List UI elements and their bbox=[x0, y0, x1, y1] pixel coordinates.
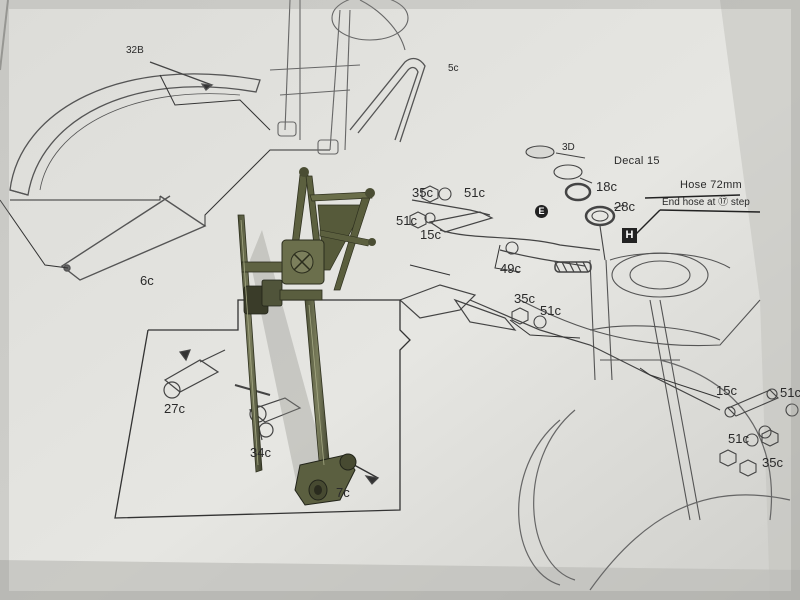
label-32b: 32B bbox=[126, 45, 144, 56]
control-levers-drawing bbox=[398, 199, 721, 411]
guide-lines-middle bbox=[409, 244, 721, 399]
label-15c-top: 15c bbox=[420, 227, 441, 242]
label-51c-mid: 51c bbox=[540, 303, 561, 318]
label-28c: 28c bbox=[614, 199, 635, 214]
right-small-parts-drawing bbox=[719, 388, 799, 477]
front-wheel-drawing bbox=[518, 359, 791, 591]
label-5c: 5c bbox=[448, 63, 459, 74]
label-hose-72mm: Hose 72mm bbox=[680, 179, 742, 191]
part-5c-drawing bbox=[349, 57, 426, 143]
sheet-fold-left bbox=[0, 0, 9, 71]
label-6c: 6c bbox=[140, 273, 154, 288]
label-51c-right-top: 51c bbox=[780, 385, 800, 400]
label-18c: 18c bbox=[596, 179, 617, 194]
label-end-hose: End hose at ⑰ step bbox=[662, 197, 750, 208]
label-3d: 3D bbox=[562, 142, 575, 153]
frame-right-drawing bbox=[519, 252, 761, 521]
detail-inset-box bbox=[114, 299, 411, 519]
inset-27c-drawing bbox=[163, 349, 226, 399]
label-35c-right: 35c bbox=[762, 455, 783, 470]
callout-e-icon: E bbox=[535, 205, 548, 218]
label-51c-right: 51c bbox=[728, 431, 749, 446]
label-27c: 27c bbox=[164, 401, 185, 416]
guide-lines-left bbox=[0, 74, 330, 269]
label-51c-left: 51c bbox=[396, 213, 417, 228]
label-35c-mid: 35c bbox=[514, 291, 535, 306]
assembled-fork-model bbox=[237, 167, 376, 506]
label-15c-right: 15c bbox=[716, 383, 737, 398]
fender-32b-drawing bbox=[9, 61, 261, 196]
callout-h-icon: H bbox=[622, 228, 637, 243]
label-35c-top: 35c bbox=[412, 185, 433, 200]
sheet-shadow-bottom bbox=[0, 560, 800, 600]
label-49c: 49c bbox=[500, 261, 521, 276]
upper-small-parts-drawing bbox=[409, 185, 547, 329]
label-decal-15: Decal 15 bbox=[614, 155, 660, 167]
label-34c: 34c bbox=[250, 445, 271, 460]
label-51c-top: 51c bbox=[464, 185, 485, 200]
frame-top-drawing bbox=[269, 0, 409, 155]
label-7c: 7c bbox=[336, 485, 350, 500]
